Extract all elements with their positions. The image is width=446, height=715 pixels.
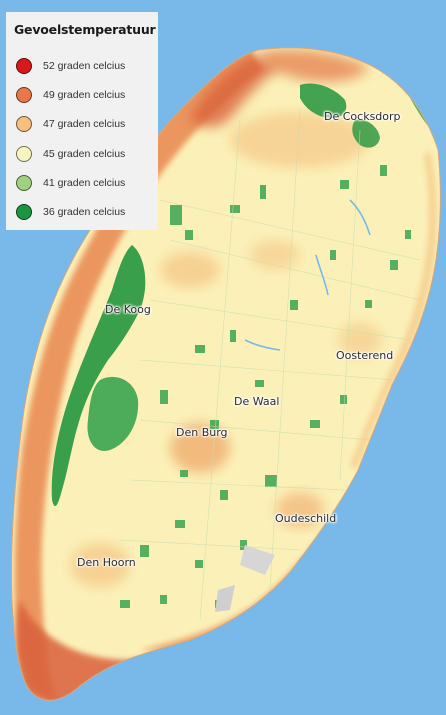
place-label-oosterend[interactable]: Oosterend bbox=[336, 349, 394, 362]
legend-label-41: 41 graden celcius bbox=[43, 176, 126, 189]
legend-items: 52 graden celcius 49 graden celcius 47 g… bbox=[14, 51, 158, 227]
legend-item-52: 52 graden celcius bbox=[14, 51, 158, 80]
legend-swatch-45 bbox=[16, 145, 32, 162]
legend-swatch-49 bbox=[16, 86, 32, 103]
harbour bbox=[240, 545, 275, 575]
legend-label-45: 45 graden celcius bbox=[43, 147, 126, 160]
place-label-den-hoorn[interactable]: Den Hoorn bbox=[77, 556, 136, 569]
oudeschild-warm bbox=[276, 492, 324, 528]
legend-item-36: 36 graden celcius bbox=[14, 197, 158, 226]
forest-north bbox=[300, 83, 347, 119]
legend-item-45: 45 graden celcius bbox=[14, 139, 158, 168]
place-label-de-koog[interactable]: De Koog bbox=[105, 303, 151, 316]
legend-item-47: 47 graden celcius bbox=[14, 110, 158, 139]
legend-item-41: 41 graden celcius bbox=[14, 168, 158, 197]
harbour-pier bbox=[215, 585, 235, 612]
place-label-oudeschild[interactable]: Oudeschild bbox=[275, 512, 337, 525]
forest-west bbox=[51, 245, 146, 507]
legend-label-49: 49 graden celcius bbox=[43, 88, 126, 101]
legend-label-52: 52 graden celcius bbox=[43, 59, 126, 72]
place-label-de-cocksdorp[interactable]: De Cocksdorp bbox=[324, 110, 401, 123]
mid-warm-1 bbox=[160, 252, 220, 288]
field-lines bbox=[119, 109, 421, 621]
north-inland-warm bbox=[230, 112, 370, 168]
den-hoorn-warm bbox=[70, 543, 130, 587]
forest-west-2 bbox=[87, 376, 139, 451]
green-patches bbox=[120, 165, 411, 608]
legend: Gevoelstemperatuur 52 graden celcius 49 … bbox=[6, 12, 158, 230]
place-label-den-burg[interactable]: Den Burg bbox=[176, 426, 228, 439]
legend-label-36: 36 graden celcius bbox=[43, 206, 126, 219]
water-channels bbox=[244, 199, 371, 351]
legend-swatch-41 bbox=[16, 174, 32, 191]
coastline bbox=[11, 47, 441, 701]
legend-item-49: 49 graden celcius bbox=[14, 80, 158, 109]
east-coast-rim bbox=[350, 150, 437, 470]
legend-swatch-36 bbox=[16, 204, 32, 221]
legend-swatch-52 bbox=[16, 57, 32, 74]
legend-swatch-47 bbox=[16, 116, 32, 133]
legend-title: Gevoelstemperatuur bbox=[14, 22, 156, 37]
northwest-very-hot bbox=[190, 55, 282, 128]
oosterend-warm bbox=[338, 322, 382, 358]
north-hot-strip bbox=[260, 49, 370, 82]
south-tip-hot bbox=[16, 600, 200, 701]
legend-label-47: 47 graden celcius bbox=[43, 118, 126, 131]
place-label-de-waal[interactable]: De Waal bbox=[234, 395, 280, 408]
